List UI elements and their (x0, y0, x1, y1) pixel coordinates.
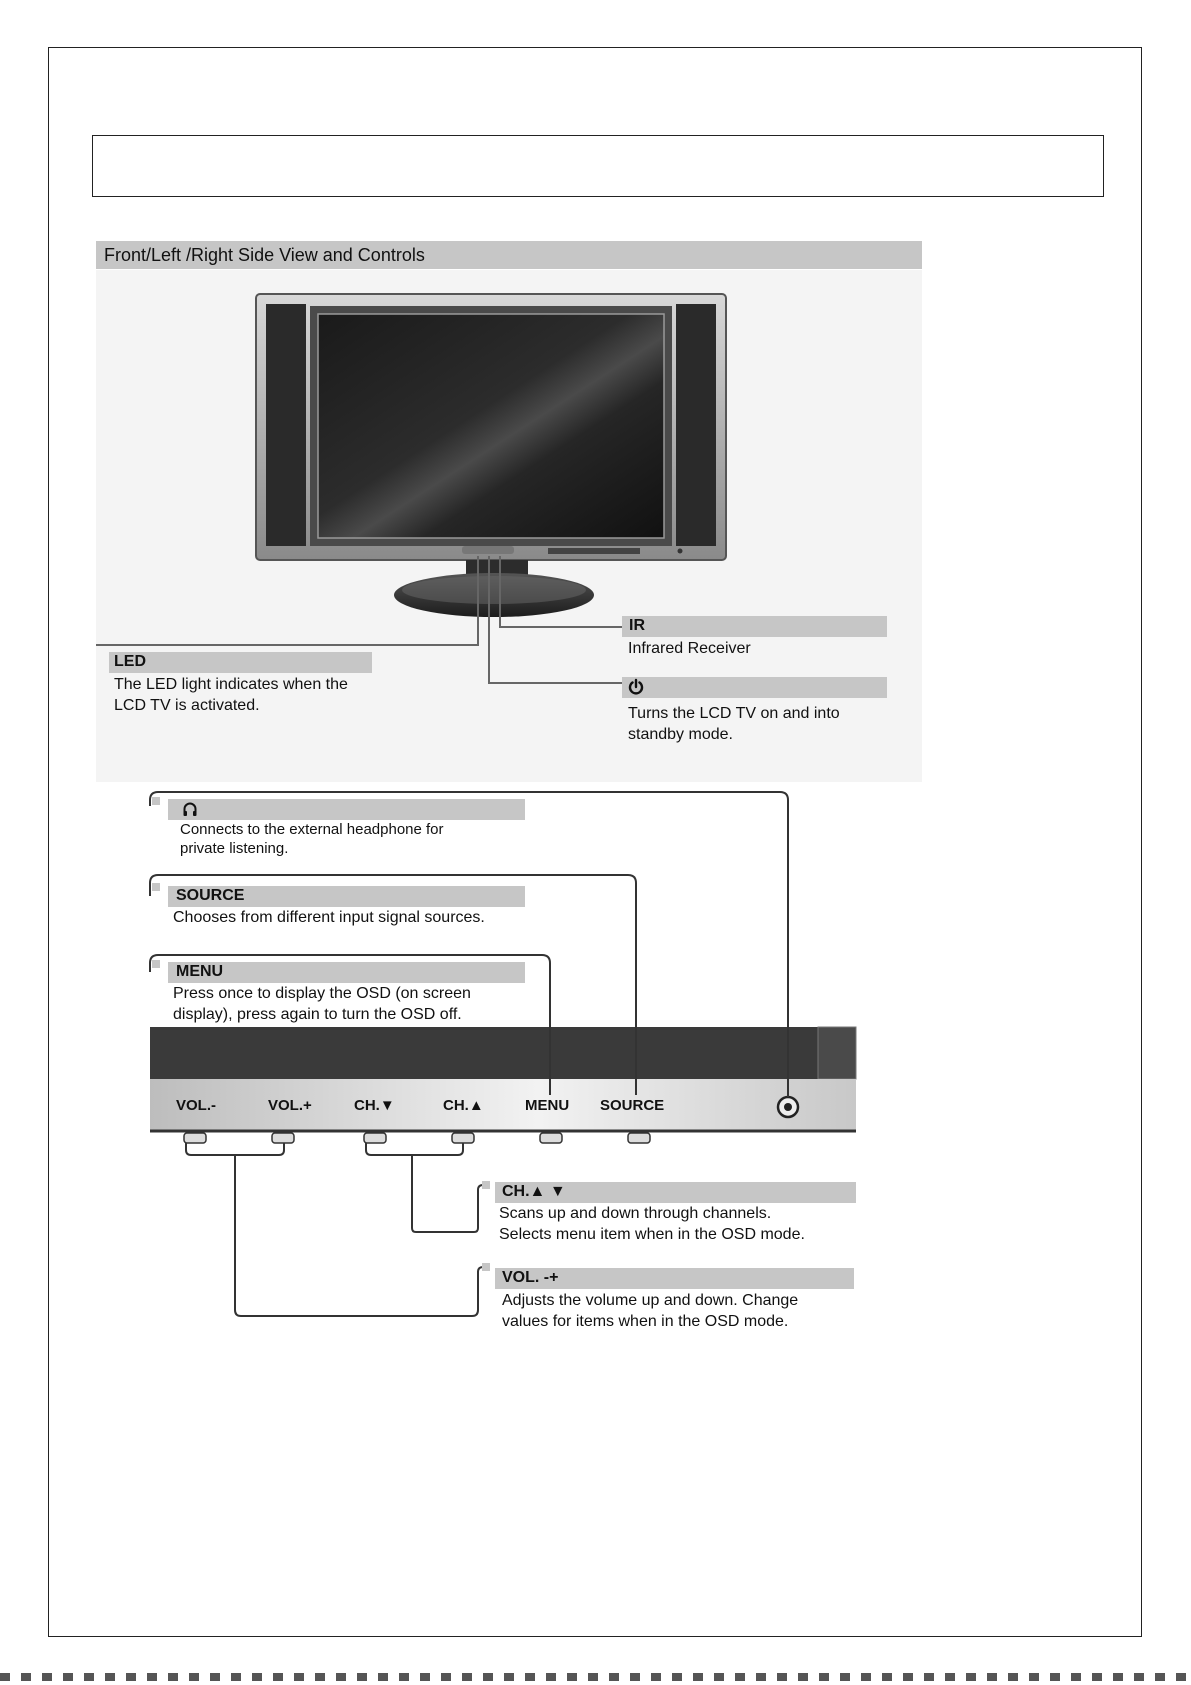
vol-description: Adjusts the volume up and down. Change v… (502, 1290, 862, 1332)
ir-label-bar: IR (622, 616, 887, 637)
headphone-desc-line-2: private listening. (180, 840, 289, 857)
power-icon (628, 678, 644, 695)
tv-button-strip (548, 548, 640, 554)
headphone-icon (183, 802, 197, 816)
vol-minus-button (183, 1132, 207, 1144)
vol-minus-label: VOL.- (176, 1097, 216, 1114)
ch-description: Scans up and down through channels. Sele… (499, 1203, 859, 1245)
source-label-bar: SOURCE (168, 886, 525, 907)
ch-desc-line-2: Selects menu item when in the OSD mode. (499, 1226, 805, 1243)
power-description: Turns the LCD TV on and into standby mod… (628, 703, 928, 745)
headphone-desc-line-1: Connects to the external headphone for (180, 821, 444, 838)
menu-label: MENU (525, 1097, 569, 1114)
tv-illustration (255, 293, 727, 617)
headphone-marker (152, 797, 160, 805)
menu-description: Press once to display the OSD (on screen… (173, 983, 553, 1025)
section-title: Front/Left /Right Side View and Controls (104, 245, 425, 265)
source-description: Chooses from different input signal sour… (173, 907, 553, 928)
source-callout-label: SOURCE (176, 887, 245, 904)
power-label-bar (622, 677, 887, 698)
led-description: The LED light indicates when the LCD TV … (114, 674, 434, 716)
leader-lines-bottom (149, 791, 789, 1317)
tv-led-ir-window (462, 546, 514, 554)
led-label: LED (114, 653, 146, 670)
vol-label-bar: VOL. -+ (495, 1268, 854, 1289)
vol-marker (482, 1263, 490, 1271)
menu-desc-line-2: display), press again to turn the OSD of… (173, 1006, 462, 1023)
led-desc-line-2: LCD TV is activated. (114, 697, 260, 714)
ch-desc-line-1: Scans up and down through channels. (499, 1205, 772, 1222)
menu-button (539, 1132, 563, 1144)
ch-callout-label: CH.▲ ▼ (502, 1183, 566, 1200)
ir-description: Infrared Receiver (628, 638, 928, 659)
menu-label-bar: MENU (168, 962, 525, 983)
menu-marker (152, 960, 160, 968)
tv-left-speaker (266, 304, 306, 546)
page-frame (48, 47, 1142, 1637)
source-label: SOURCE (600, 1097, 664, 1114)
ir-label: IR (629, 617, 645, 634)
source-button (627, 1132, 651, 1144)
vol-callout-label: VOL. -+ (502, 1269, 559, 1286)
led-leader-line (96, 556, 479, 646)
vol-desc-line-1: Adjusts the volume up and down. Change (502, 1292, 799, 1309)
leader-lines-top (96, 556, 622, 684)
bottom-crop-marks (0, 1673, 1191, 1681)
panel-corner-block (817, 1026, 857, 1080)
ch-down-button (363, 1132, 387, 1144)
led-label-bar: LED (109, 652, 372, 673)
ch-up-button (451, 1132, 475, 1144)
header-box (92, 135, 1104, 197)
ch-marker (482, 1181, 490, 1189)
ch-label-bar: CH.▲ ▼ (495, 1182, 856, 1203)
headphone-description: Connects to the external headphone for p… (180, 820, 540, 858)
source-marker (152, 883, 160, 891)
menu-leader-line (149, 954, 551, 1095)
vol-leader-line (234, 1155, 486, 1317)
headphone-label-bar (168, 799, 525, 820)
control-panel: VOL.- VOL.+ CH.▼ CH.▲ MENU SOURCE (150, 1026, 857, 1144)
power-desc-line-1: Turns the LCD TV on and into (628, 705, 840, 722)
panel-top-dark (150, 1027, 856, 1079)
tv-screen (317, 313, 665, 539)
panel-button-row (150, 1079, 856, 1131)
led-desc-line-1: The LED light indicates when the (114, 676, 348, 693)
vol-desc-line-2: values for items when in the OSD mode. (502, 1313, 789, 1330)
power-desc-line-2: standby mode. (628, 726, 733, 743)
ch-down-label: CH.▼ (354, 1097, 395, 1114)
ch-up-label: CH.▲ (443, 1097, 484, 1114)
menu-desc-line-1: Press once to display the OSD (on screen (173, 985, 471, 1002)
vol-plus-label: VOL.+ (268, 1097, 312, 1114)
tv-power-button (677, 548, 683, 554)
vol-bracket (185, 1143, 285, 1156)
ir-leader-line (499, 556, 622, 628)
headphone-leader-line (149, 791, 789, 1097)
vol-plus-button (271, 1132, 295, 1144)
source-leader-line (149, 874, 637, 1095)
ch-leader-line (411, 1155, 486, 1233)
power-leader-line (488, 556, 622, 684)
tv-stand-highlight (402, 576, 586, 604)
ch-bracket (365, 1143, 464, 1156)
ir-desc-line-1: Infrared Receiver (628, 640, 751, 657)
menu-callout-label: MENU (176, 963, 224, 980)
section-title-bar: Front/Left /Right Side View and Controls (96, 241, 922, 269)
headphone-jack-hole (784, 1103, 792, 1111)
source-desc-line-1: Chooses from different input signal sour… (173, 909, 485, 926)
tv-right-speaker (676, 304, 716, 546)
